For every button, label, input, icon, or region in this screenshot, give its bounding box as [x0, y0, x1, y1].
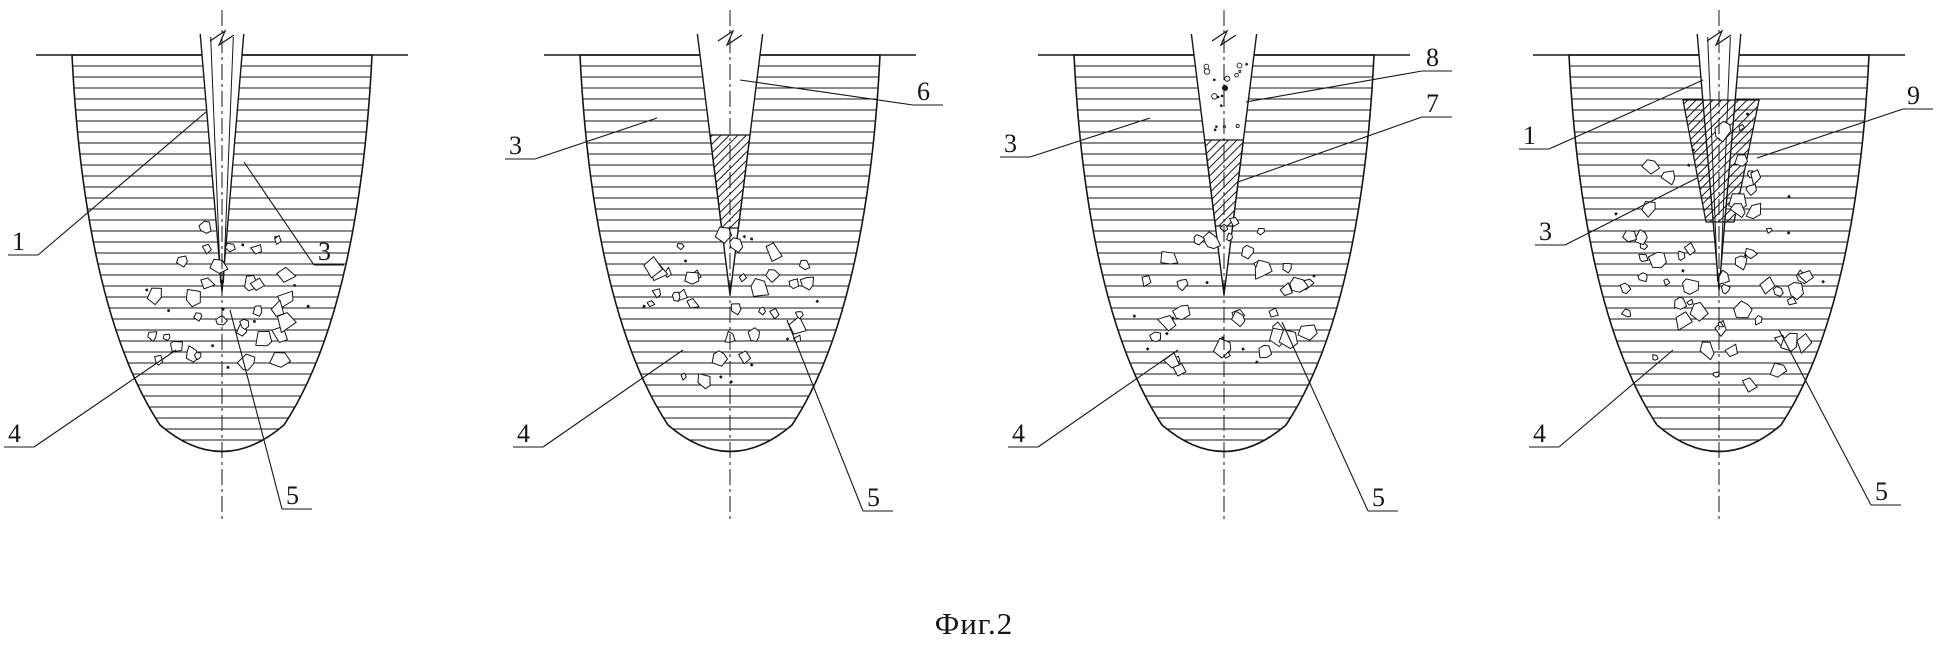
broken-rock-zone: [1132, 217, 1318, 377]
callout-3: 3: [1000, 117, 1151, 158]
leader-line: [1237, 116, 1423, 183]
figure-panel-1: 1 3 4 5: [0, 0, 487, 600]
leader-line: [37, 111, 207, 256]
callout-number: 3: [509, 131, 522, 160]
callout-number: 1: [12, 227, 25, 256]
figure-panel-2: 3 6 4 5: [487, 0, 974, 600]
callout-3: 3: [1535, 177, 1698, 246]
panel-svg-1: 1 3 4 5: [4, 10, 408, 522]
callout-8: 8: [1245, 43, 1452, 103]
break-mark: [717, 29, 743, 47]
callout-number: 5: [1875, 477, 1888, 506]
break-mark: [209, 29, 235, 47]
callout-number: 1: [1523, 121, 1536, 150]
break-mark: [1706, 29, 1732, 47]
leader-line: [1037, 349, 1179, 448]
leader-line: [739, 79, 914, 106]
callout-4: 4: [1529, 349, 1674, 448]
leader-line: [1029, 117, 1151, 158]
callout-number: 5: [867, 483, 880, 512]
callout-5: 5: [1778, 329, 1901, 506]
leader-line: [786, 319, 864, 512]
callout-4: 4: [1008, 349, 1179, 448]
callout-number: 3: [1539, 217, 1552, 246]
callout-1: 1: [8, 111, 207, 256]
figure-panel-4: 1 9 3 4 5: [1461, 0, 1948, 600]
callout-number: 8: [1426, 43, 1439, 72]
borehole-outline: [1568, 54, 1870, 453]
callout-7: 7: [1237, 89, 1452, 183]
callout-number: 4: [517, 419, 530, 448]
broken-rock-zone: [1614, 112, 1825, 393]
panel-svg-3: 3 8 7 4 5: [1000, 10, 1452, 522]
borehole-outline: [1073, 54, 1375, 453]
panel-svg-4: 1 9 3 4 5: [1519, 10, 1933, 522]
leader-line: [534, 117, 658, 160]
figure-panel-3: 3 8 7 4 5: [974, 0, 1461, 600]
panel-svg-2: 3 6 4 5: [505, 10, 943, 522]
callout-number: 4: [8, 419, 21, 448]
leader-line: [1245, 70, 1423, 103]
callout-number: 4: [1533, 419, 1546, 448]
callout-number: 3: [318, 237, 331, 266]
leader-line: [1281, 321, 1369, 512]
leader-line: [1548, 79, 1704, 150]
callout-5: 5: [1281, 321, 1398, 512]
callout-5: 5: [229, 309, 312, 510]
leader-line: [229, 309, 283, 510]
leader-line: [542, 349, 684, 448]
callout-4: 4: [513, 349, 684, 448]
callout-number: 9: [1907, 81, 1920, 110]
callout-5: 5: [786, 319, 893, 512]
callout-3: 3: [243, 161, 344, 266]
leader-line: [33, 349, 177, 448]
leader-line: [1756, 108, 1904, 159]
callout-3: 3: [505, 117, 658, 160]
borehole-outline: [71, 54, 373, 453]
panels-row: 1 3 4 5 3 6 4 5 3 8 7 4 5 1 9 3 4 5: [0, 0, 1948, 600]
callout-number: 5: [286, 481, 299, 510]
leader-line: [243, 161, 315, 266]
callout-number: 5: [1372, 483, 1385, 512]
leader-line: [1558, 349, 1674, 448]
callout-1: 1: [1519, 79, 1704, 150]
callout-number: 6: [917, 77, 930, 106]
callout-number: 3: [1004, 129, 1017, 158]
break-mark: [1211, 29, 1237, 47]
callout-6: 6: [739, 77, 943, 106]
callout-4: 4: [4, 349, 177, 448]
leader-line: [1564, 177, 1698, 246]
leader-line: [1778, 329, 1872, 506]
borehole-outline: [579, 54, 881, 453]
broken-rock-zone: [145, 220, 310, 371]
callout-number: 4: [1012, 419, 1025, 448]
figure-caption: Фиг.2: [934, 606, 1014, 641]
callout-9: 9: [1756, 81, 1933, 159]
callout-number: 7: [1426, 89, 1439, 118]
